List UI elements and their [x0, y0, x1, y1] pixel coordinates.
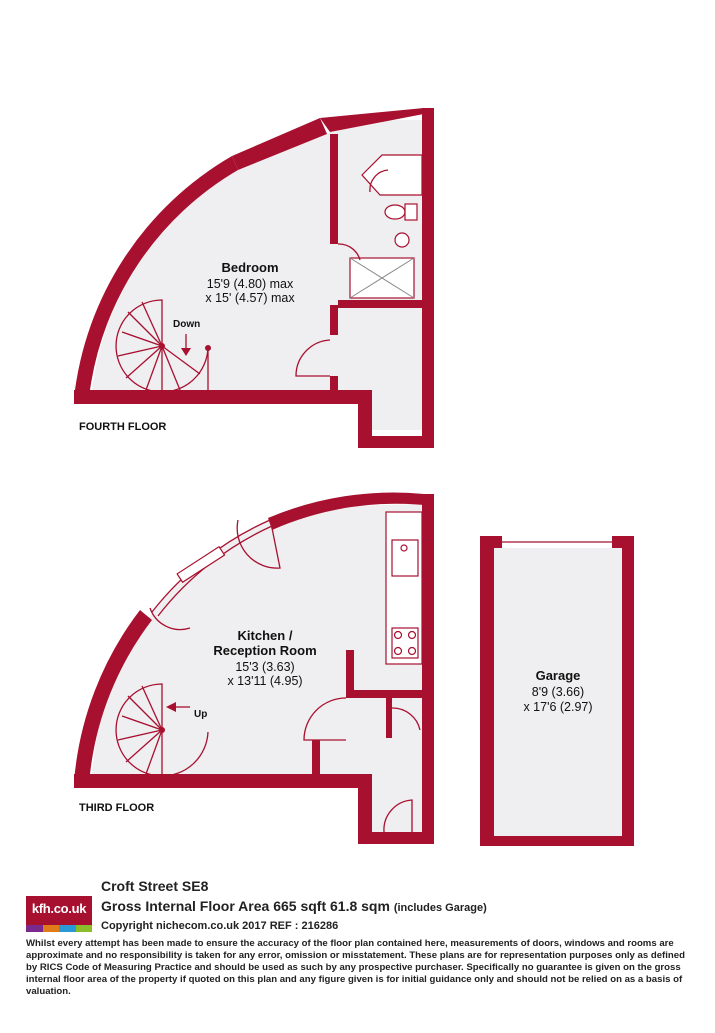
cupboard-door-swing [391, 707, 421, 731]
cupboard [361, 154, 423, 196]
logo-bar-blue [59, 925, 76, 932]
bathroom-door-swing [337, 243, 361, 261]
fourth-floor-bottom-wall-right [358, 436, 434, 448]
third-floor-right-wall [422, 494, 434, 844]
balcony-door-swing [149, 607, 191, 631]
bathroom-partition-wall [330, 134, 338, 244]
third-floor-bottom-wall-right [358, 832, 434, 844]
fourth-floor-area [92, 120, 422, 430]
hall-door-swing [303, 697, 347, 741]
balcony-door-frame [176, 545, 226, 584]
hall-partition-wall-upper [346, 650, 354, 690]
floor-plan-diagram: Bedroom 15'9 (4.80) max x 15' (4.57) max… [74, 108, 634, 846]
bedroom-dim-1: 15'9 (4.80) max [207, 277, 294, 291]
garage-door-jamb-left [480, 536, 502, 548]
bedroom-door-swing [295, 339, 331, 377]
cupboard-door-arc [369, 169, 389, 193]
cupboard-wall [386, 698, 392, 738]
third-floor-label: THIRD FLOOR [79, 802, 154, 814]
garage-right-wall [622, 536, 634, 846]
property-address: Croft Street SE8 [101, 878, 209, 894]
hall-partition-wall [330, 305, 338, 335]
fourth-floor-spiral-stair [115, 299, 211, 393]
bedroom-dim-2: x 15' (4.57) max [205, 291, 295, 305]
logo-bar-green [75, 925, 92, 932]
third-floor-plan: Kitchen / Reception Room 15'3 (3.63) x 1… [74, 492, 434, 844]
third-floor-area [92, 504, 422, 838]
hob-ring-1 [393, 630, 403, 640]
logo-color-bars [26, 925, 92, 932]
third-floor-bottom-wall-step [358, 774, 372, 844]
fourth-floor-outer-wall-top [320, 108, 434, 132]
sink-drain [400, 544, 408, 552]
basin-icon [394, 232, 410, 248]
third-floor-curve-wall-upper [268, 492, 434, 530]
down-arrow-icon [181, 348, 191, 356]
floor-area-note: (includes Garage) [393, 902, 487, 914]
fourth-floor-window [123, 159, 233, 269]
floor-area-line: Gross Internal Floor Area 665 sqft 61.8 … [101, 898, 487, 914]
hob-ring-3 [393, 646, 403, 656]
garage-dim-1: 8'9 (3.66) [532, 685, 584, 699]
fourth-floor-bottom-wall [74, 390, 372, 404]
fourth-floor-bottom-wall-step [358, 390, 372, 448]
down-label: Down [173, 319, 200, 330]
hall-partition-wall-lower [312, 740, 320, 774]
hall-partition-wall-horizontal [346, 690, 422, 698]
disclaimer-text: Whilst every attempt has been made to en… [26, 938, 685, 997]
bedroom-name: Bedroom [221, 260, 278, 275]
third-floor-spiral-stair [115, 683, 209, 777]
up-label: Up [194, 709, 207, 720]
hob-ring-4 [407, 646, 417, 656]
fourth-floor-outer-wall [74, 156, 238, 398]
copyright-text: Copyright nichecom.co.uk 2017 REF : 2162… [101, 920, 339, 932]
fourth-floor-label: FOURTH FLOOR [79, 421, 166, 433]
garage-dim-2: x 17'6 (2.97) [523, 700, 592, 714]
garage-left-wall [480, 536, 494, 846]
door-jamb [330, 376, 338, 390]
logo-bar-purple [26, 925, 43, 932]
garage-door-jamb-right [612, 536, 634, 548]
fourth-floor-plan: Bedroom 15'9 (4.80) max x 15' (4.57) max… [74, 108, 434, 448]
shower-diag-2 [349, 257, 415, 299]
third-floor-bottom-wall [74, 774, 372, 788]
kitchen-dim-1: 15'3 (3.63) [235, 660, 294, 674]
logo-bar-orange [42, 925, 59, 932]
garage-area [494, 548, 622, 840]
fourth-floor-curve-wall-top [232, 118, 327, 170]
floor-area-text: Gross Internal Floor Area 665 sqft 61.8 … [101, 898, 390, 914]
garage-name: Garage [536, 668, 581, 683]
kitchen-name-line1: Kitchen / [238, 628, 293, 643]
entrance-door-swing [236, 519, 281, 569]
third-floor-outer-wall [74, 610, 152, 782]
front-door-swing [383, 799, 413, 833]
logo-text: kfh.co.uk [31, 901, 87, 916]
bathroom-bottom-wall [338, 300, 422, 308]
up-arrow-icon [166, 702, 176, 712]
kfh-logo: kfh.co.uk [26, 896, 92, 932]
garage-plan: Garage 8'9 (3.66) x 17'6 (2.97) [480, 536, 634, 846]
hob-ring-2 [407, 630, 417, 640]
fourth-floor-right-wall [422, 108, 434, 448]
fourth-floor-window-inner [129, 165, 236, 273]
garage-bottom-wall [480, 836, 634, 846]
toilet-cistern [404, 203, 418, 221]
kitchen-dim-2: x 13'11 (4.95) [227, 674, 302, 688]
kitchen-name-line2: Reception Room [213, 643, 316, 658]
toilet-icon [384, 204, 406, 220]
